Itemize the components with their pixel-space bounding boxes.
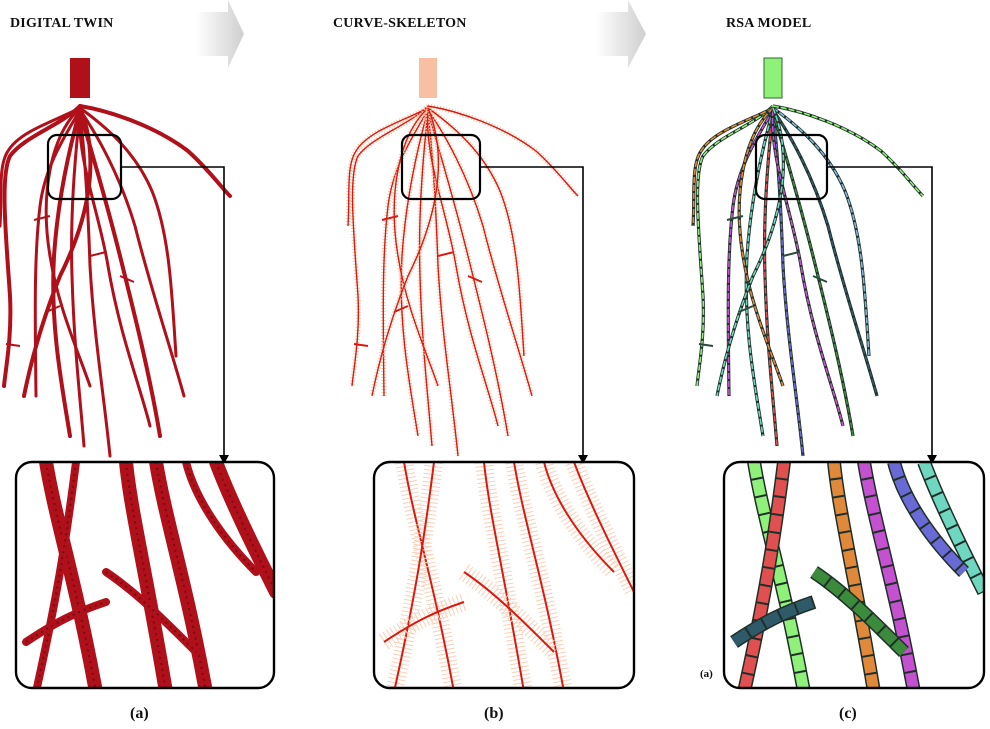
lateral-root: [393, 305, 409, 313]
inset-frame-c: [722, 460, 986, 690]
skeleton: [382, 109, 429, 397]
lateral-root: [5, 343, 21, 347]
inset-skeleton: [573, 462, 634, 593]
zoom-inset-rsa-model: [724, 462, 984, 688]
inset-root: [102, 568, 200, 656]
root-cloud: [417, 111, 435, 447]
lateral-root: [381, 215, 399, 221]
inset-skeleton: [513, 462, 565, 688]
inset-frame-a: [14, 460, 276, 690]
zoom-inset-digital-twin: [16, 462, 274, 688]
inset-segment: [888, 462, 968, 576]
rsa-model-roots: [691, 57, 925, 457]
stem: [763, 57, 783, 99]
lateral-root: [89, 251, 107, 257]
root: [33, 108, 82, 398]
root-segment: [772, 107, 870, 357]
root: [44, 106, 92, 388]
inset-segment: [918, 462, 984, 595]
root: [70, 110, 86, 448]
inset-root: [39, 462, 103, 688]
skeleton: [427, 109, 533, 397]
inset-segment: [738, 462, 790, 688]
process-arrow-1: [196, 0, 244, 68]
inset-texture: [125, 462, 167, 688]
arrow-heads: [219, 455, 937, 464]
root: [78, 104, 232, 198]
digital-twin-roots: [0, 58, 232, 458]
inset-frame-b: [372, 460, 636, 690]
skeleton: [400, 109, 429, 437]
skeleton: [427, 111, 459, 457]
root-segment: [772, 109, 878, 397]
inset-skeleton: [483, 462, 525, 688]
inset-root: [22, 598, 110, 646]
inset-root: [32, 462, 80, 688]
root-segment: [772, 105, 924, 197]
lateral-root: [353, 343, 369, 347]
lateral-root: [812, 275, 828, 283]
root: [78, 108, 152, 428]
lateral-root: [33, 215, 51, 221]
title-digital-twin: DIGITAL TWIN: [10, 16, 114, 31]
root: [51, 108, 82, 438]
inset-segment: [858, 462, 920, 688]
root: [0, 106, 82, 228]
lateral-root: [45, 305, 61, 313]
caption-b: (b): [484, 705, 504, 722]
root: [78, 106, 178, 358]
lateral-root: [782, 251, 800, 257]
stem: [70, 58, 90, 98]
connector-lines: [121, 166, 933, 458]
skeleton: [427, 107, 525, 357]
inset-label: (a): [700, 668, 713, 680]
root-segment: [772, 111, 854, 437]
caption-a: (a): [130, 705, 149, 722]
skeleton: [426, 109, 499, 427]
inset-skeleton: [383, 601, 465, 643]
lateral-root: [119, 275, 135, 283]
skeleton: [418, 111, 433, 447]
skeleton: [371, 107, 440, 397]
process-arrow-2: [596, 0, 646, 68]
root-segment: [716, 107, 785, 397]
root-outline: [772, 104, 925, 198]
inset-skeleton: [393, 462, 435, 688]
title-curve-skeleton: CURVE-SKELETON: [333, 16, 467, 31]
title-rsa-model: RSA MODEL: [726, 16, 812, 31]
skeleton: [347, 107, 429, 227]
root-outline: [695, 104, 775, 387]
inset-segment: [810, 567, 908, 656]
caption-c: (c): [839, 705, 857, 722]
root-segment: [738, 107, 784, 387]
skeleton: [427, 105, 579, 197]
lateral-root: [698, 343, 714, 347]
curve-skeleton-roots: [345, 58, 580, 457]
lateral-root: [726, 215, 744, 221]
inset-texture: [185, 462, 257, 573]
root-outline: [762, 111, 779, 447]
root: [78, 108, 186, 398]
root-cloud: [427, 103, 580, 198]
lateral-root: [467, 275, 483, 283]
inset-segment: [730, 596, 816, 647]
inset-skeleton: [463, 571, 555, 653]
skeleton: [393, 107, 439, 387]
inset-skeleton: [543, 462, 615, 573]
root-segment: [692, 107, 774, 227]
stem: [419, 58, 437, 98]
root: [22, 106, 93, 398]
root-segment: [771, 109, 844, 427]
lateral-root: [437, 251, 455, 257]
inset-texture: [215, 462, 274, 593]
inset-segment: [828, 462, 880, 688]
root-segment: [763, 111, 778, 447]
lateral-root: [738, 305, 754, 313]
root-segment: [745, 109, 774, 437]
zoom-inset-curve-skeleton: [374, 462, 634, 688]
